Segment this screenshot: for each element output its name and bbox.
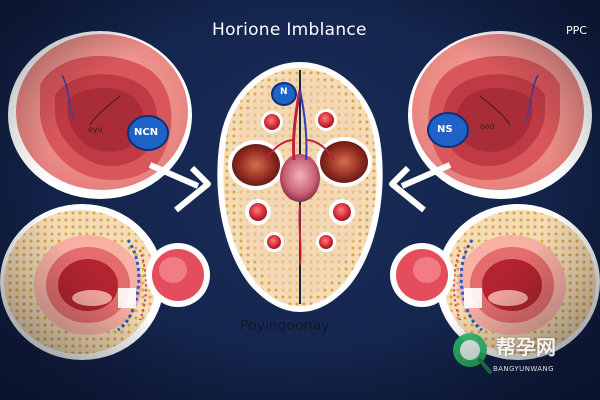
right-panel-small-label: ooo	[480, 122, 495, 131]
watermark-chinese-text: 帮孕网	[496, 335, 556, 359]
center-badge: N	[280, 87, 288, 97]
center-caption: Poyingoonay	[240, 318, 330, 334]
page-title: Horione Imblance	[212, 20, 367, 40]
left-panel-badge: NCN	[134, 127, 159, 138]
corner-label: PPC	[566, 24, 587, 37]
left-panel-small-label: oyo	[88, 125, 103, 134]
right-panel-badge: NS	[437, 124, 453, 135]
watermark-latin-text: BANGYUNWANG	[493, 365, 554, 373]
